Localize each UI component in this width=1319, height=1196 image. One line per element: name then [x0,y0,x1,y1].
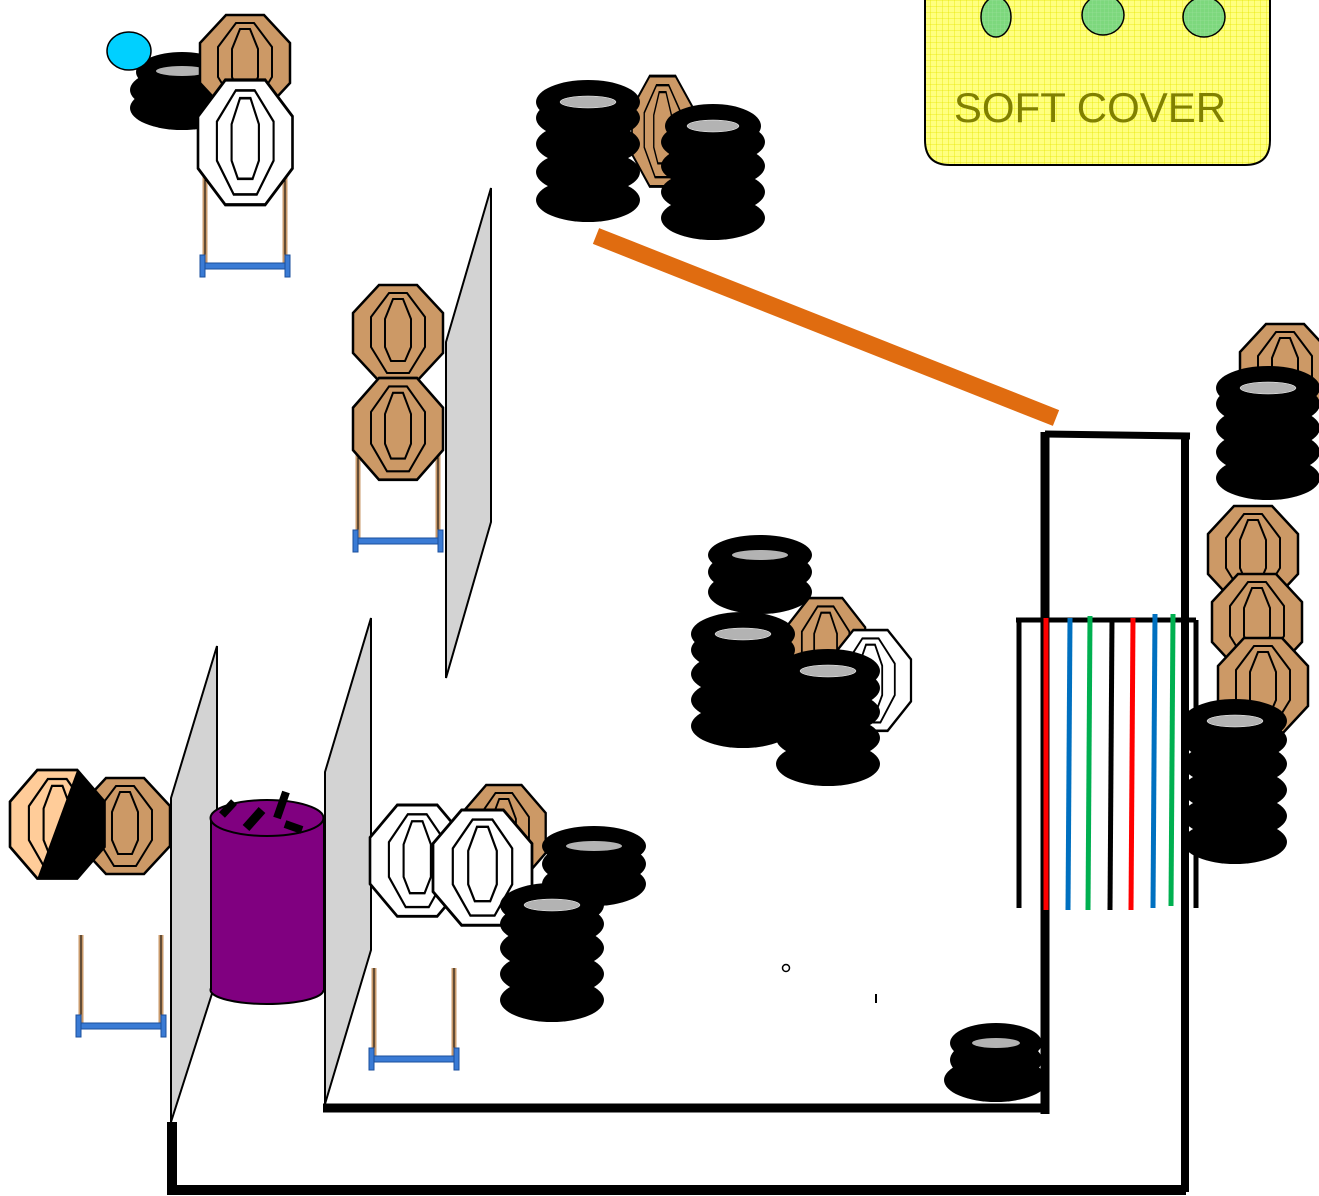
tire-stack-icon [1183,699,1287,864]
soft-cover-legend: SOFT COVER [924,0,1271,166]
target-stand-icon [369,968,459,1070]
orange-pole [592,228,1060,426]
no-shoot-target-icon [196,78,295,207]
marker-dot [781,963,791,973]
soft-cover-label: SOFT COVER [954,84,1226,131]
target-stand-icon [76,935,166,1037]
soft-cover-dot [1081,0,1125,36]
tire-stack-icon [661,104,765,240]
tire-stack-icon [708,535,812,614]
barrel-icon [209,790,325,1005]
barricade-stripes [1016,613,1199,911]
tire-stack-icon [776,649,880,786]
tire-stack-icon [944,1023,1048,1102]
wall-panel [445,187,492,679]
tire-stack-icon [1216,366,1319,500]
soft-cover-dot [980,0,1012,38]
target-group-top-left [106,13,295,277]
tire-stack-icon [691,612,795,748]
partial-no-shoot-target-icon [8,768,106,880]
target-group-top-center [536,74,765,240]
tire-stack-icon [500,883,604,1022]
target-group-bottom-center [369,783,646,1070]
target-group-center [691,535,913,786]
popper-icon [106,31,152,71]
target-group-bottom-left [8,768,172,1037]
paper-target-icon [351,376,445,482]
tire-stack-icon [536,80,640,222]
paper-target-icon [351,283,445,383]
soft-cover-dot [1182,0,1226,38]
target-group-middle-left [351,283,445,552]
fault-line [167,1103,1186,1195]
wall-panel [324,617,372,1105]
tire-stack-icon [542,826,646,906]
target-group-right [1183,322,1319,864]
